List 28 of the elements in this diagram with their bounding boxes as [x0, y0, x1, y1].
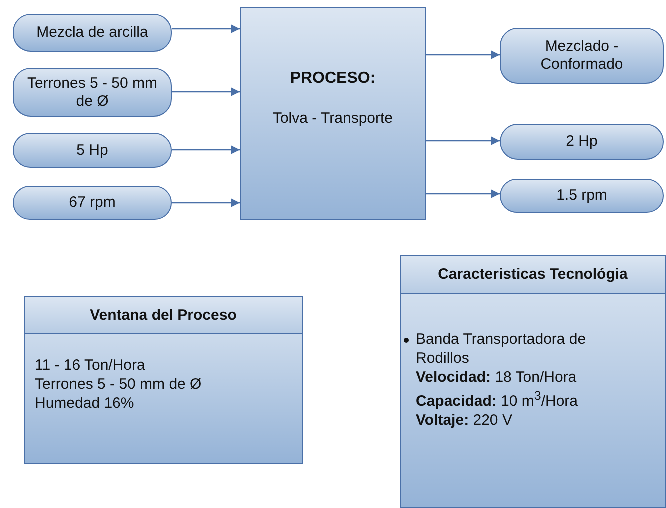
info-panel [400, 255, 666, 508]
process-name: Tolva - Transporte [272, 110, 394, 127]
input-output-pill: 2 Hp [500, 124, 664, 160]
arrow [426, 50, 500, 60]
panel-title: Ventana del Proceso [90, 306, 237, 324]
panel-text: Capacidad: 10 m$^{3}$/Hora [416, 388, 580, 411]
panel-text: Terrones 5 - 50 mm de Ø [35, 375, 203, 394]
arrow [172, 198, 240, 208]
panel-text: Velocidad: 18 Ton/Hora [416, 368, 578, 387]
process-title: PROCESO: [290, 70, 376, 88]
input-output-pill: Terrones 5 - 50 mm de Ø [13, 68, 172, 117]
arrow [426, 190, 500, 198]
arrow [172, 146, 240, 154]
input-output-pill: 1.5 rpm [500, 179, 664, 213]
panel-title: Caracteristicas Tecnológia [438, 266, 628, 283]
input-output-pill: Mezcla de arcilla [13, 14, 172, 52]
arrow [426, 136, 500, 146]
input-output-pill: Mezclado - Conformado [500, 28, 664, 84]
panel-text: Voltaje: 220 V [416, 411, 514, 430]
arrow [172, 24, 240, 34]
input-output-pill: 5 Hp [13, 133, 172, 168]
input-output-pill: 67 rpm [13, 186, 172, 220]
info-panel [24, 296, 303, 464]
panel-text: Humedad 16% [35, 394, 136, 413]
panel-text: Banda Transportadora de Rodillos [416, 330, 588, 368]
arrow [172, 88, 240, 96]
panel-text: 11 - 16 Ton/Hora [35, 356, 146, 375]
process-box [240, 7, 426, 220]
